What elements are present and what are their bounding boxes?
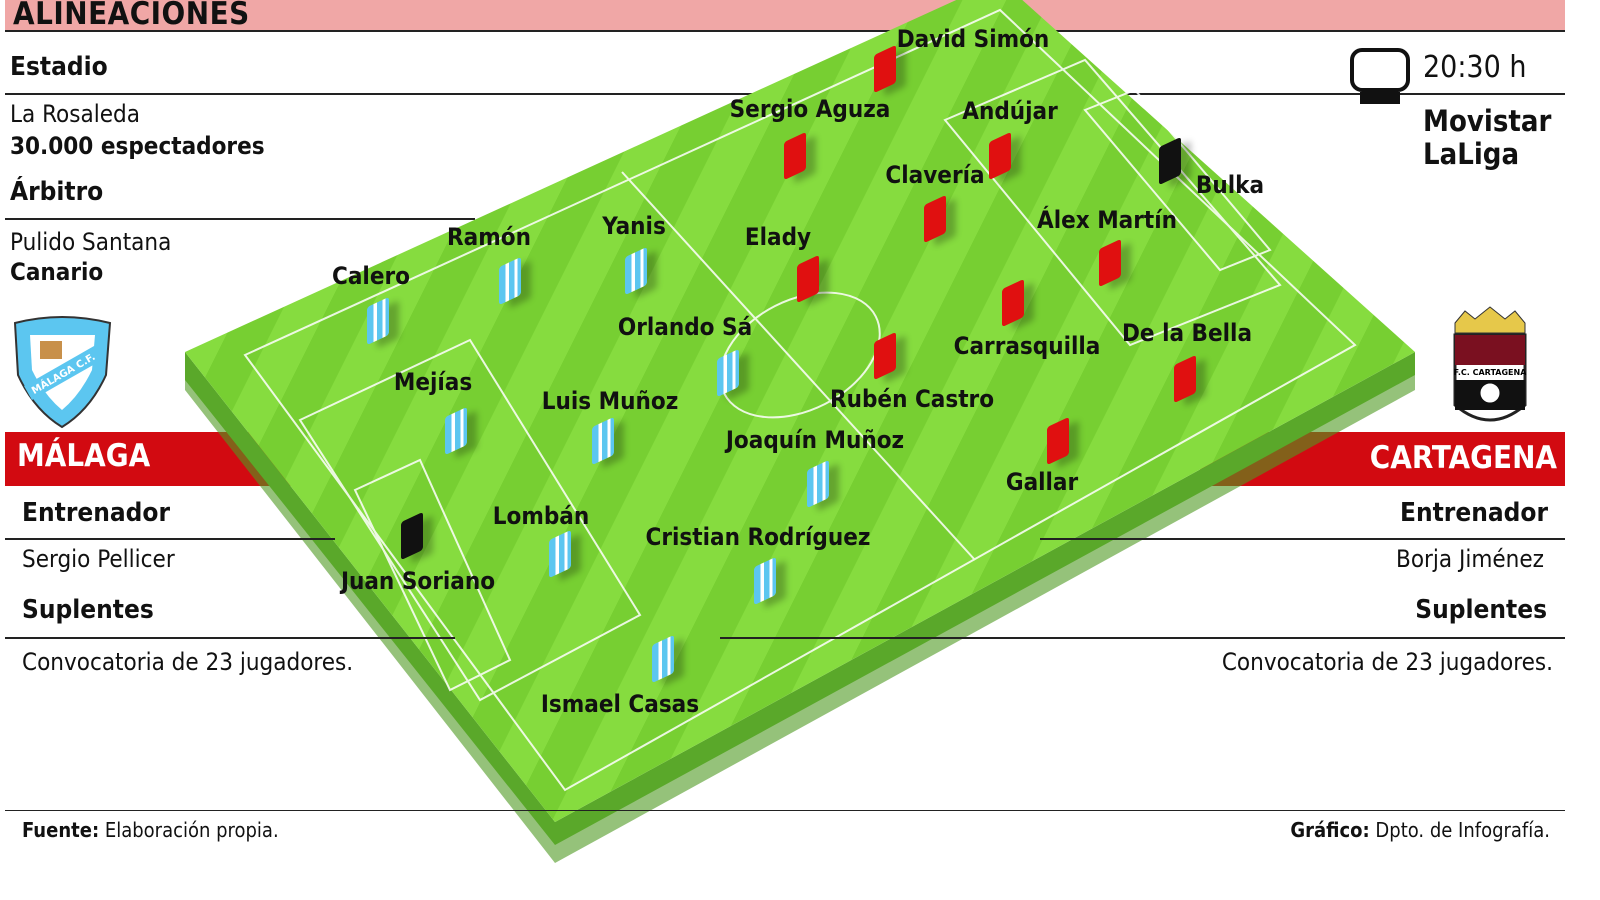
away-coach-label: Entrenador <box>1399 498 1548 528</box>
player-name: Rubén Castro <box>829 385 995 413</box>
player-name: Cristian Rodríguez <box>645 523 871 551</box>
cartagena-crest-text: F.C. CARTAGENA <box>1454 368 1528 377</box>
cartagena-crest: F.C. CARTAGENA <box>1453 306 1528 422</box>
player-name: Carrasquilla <box>953 332 1101 360</box>
away-coach: Borja Jiménez <box>1396 545 1544 573</box>
kickoff-time: 20:30 h <box>1423 50 1527 85</box>
home-coach-label: Entrenador <box>22 498 171 528</box>
player-name: David Simón <box>896 25 1050 53</box>
player-name: Andújar <box>962 97 1058 125</box>
stadium-name: La Rosaleda <box>10 100 140 128</box>
player-name: Juan Soriano <box>340 567 496 595</box>
away-team-name: CARTAGENA <box>1369 440 1557 476</box>
stadium-capacity: 30.000 espectadores <box>10 132 265 160</box>
home-coach: Sergio Pellicer <box>22 545 175 573</box>
stadium-label: Estadio <box>10 52 108 82</box>
referee-name: Pulido Santana <box>10 228 172 256</box>
player-name: Lombán <box>492 502 590 530</box>
player-name: Ramón <box>447 223 531 251</box>
away-subs-label: Suplentes <box>1415 595 1547 625</box>
player-name: Elady <box>744 223 812 251</box>
player-name: De la Bella <box>1121 319 1253 347</box>
home-team-name: MÁLAGA <box>17 438 151 474</box>
home-subs: Convocatoria de 23 jugadores. <box>22 648 354 676</box>
player-name: Calero <box>332 262 410 290</box>
player-name: Bulka <box>1195 171 1265 199</box>
player-name: Mejías <box>393 368 473 396</box>
player-name: Ismael Casas <box>540 690 700 718</box>
tv-icon <box>1350 48 1410 108</box>
away-subs: Convocatoria de 23 jugadores. <box>1221 648 1553 676</box>
page-title: ALINEACIONES <box>13 0 250 32</box>
referee-origin: Canario <box>10 258 104 286</box>
player-name: Sergio Aguza <box>729 95 891 123</box>
credit-note: Gráfico: Dpto. de Infografía. <box>1290 818 1550 842</box>
player-name: Joaquín Muñoz <box>725 426 905 454</box>
player-name: Luis Muñoz <box>541 387 679 415</box>
referee-label: Árbitro <box>10 177 104 207</box>
player-name: Gallar <box>1005 468 1079 496</box>
home-subs-label: Suplentes <box>22 595 154 625</box>
player-name: Orlando Sá <box>617 313 753 341</box>
header-bar: ALINEACIONES <box>5 0 1565 32</box>
malaga-crest: MÁLAGA C.F. <box>13 316 112 429</box>
player-name: Álex Martín <box>1037 206 1177 234</box>
player-name: Yanis <box>602 212 666 240</box>
player-name: Clavería <box>885 161 985 189</box>
source-note: Fuente: Elaboración propia. <box>22 818 279 842</box>
